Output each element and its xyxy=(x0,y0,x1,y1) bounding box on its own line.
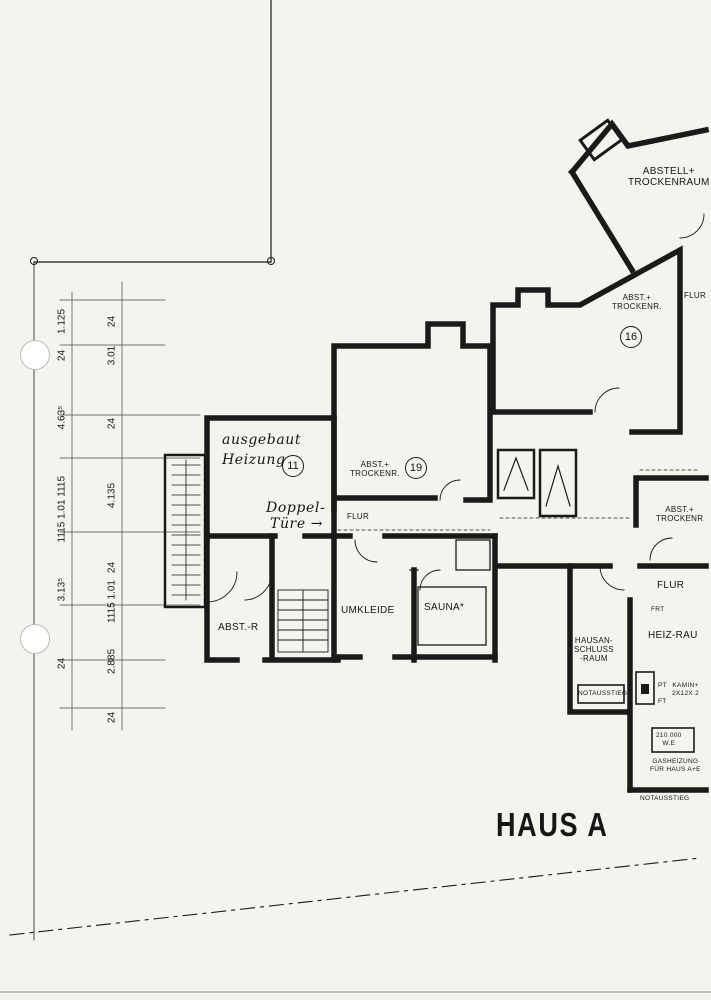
label-hausanschlussraum: HAUSAN- SCHLUSS -RAUM xyxy=(574,636,614,663)
dimension-13: 2.885 xyxy=(106,648,118,675)
stairwell-center xyxy=(496,448,536,500)
label-notausstieg-left: NOTAUSSTIEG xyxy=(578,690,628,697)
handwritten-heizung: Heizung xyxy=(222,452,286,468)
room-number-19: 19 xyxy=(405,457,427,479)
dimension-8: 1115 1.01 1115 xyxy=(56,475,68,543)
label-flur-right: FLUR xyxy=(657,580,685,591)
label-pt: PT xyxy=(658,682,667,689)
room-number-11: 11 xyxy=(282,455,304,477)
dimension-3: 3.01 xyxy=(106,345,118,366)
punch-hole-bottom xyxy=(20,624,50,654)
label-flur-top: FLUR xyxy=(684,291,707,300)
wall-room-19 xyxy=(331,321,493,513)
handwritten-ausgebaut: ausgebaut xyxy=(222,432,302,448)
dimension-11: 1115 1.01 xyxy=(106,580,118,624)
label-heizraum: HEIZ-RAU xyxy=(648,630,698,641)
label-notausstieg-bottom: NOTAUSSTIEG xyxy=(640,795,690,802)
plan-title: HAUS A xyxy=(496,806,609,843)
label-ft: FT xyxy=(658,698,667,705)
punch-hole-top xyxy=(20,340,50,370)
label-umkleide: UMKLEIDE xyxy=(341,605,395,616)
dimension-6: 24 xyxy=(106,417,118,430)
label-frt: FRT xyxy=(651,606,665,613)
label-abst-trockenr-19: ABST.+ TROCKENR. xyxy=(350,460,400,478)
sauna-cabin xyxy=(417,586,487,646)
dimension-10: 3.13⁵ xyxy=(56,577,68,602)
label-abst-trockenr-right: ABST.+ TROCKENR xyxy=(656,505,704,523)
wall-room-11 xyxy=(204,415,337,543)
handwritten-doppel: Doppel- xyxy=(266,500,326,516)
gas-boiler xyxy=(651,727,695,753)
wall-room-16 xyxy=(490,245,683,435)
dimension-14: 24 xyxy=(106,711,118,724)
ground-dashed-line xyxy=(9,857,701,936)
dimension-7: 4.135 xyxy=(106,482,118,509)
label-kamin: KAMIN+ 2x12x 2 xyxy=(672,682,700,697)
handwritten-tuere: Türe → xyxy=(270,516,324,532)
label-we: 210 000 W.E xyxy=(656,732,682,747)
label-abstell-trockenraum: ABSTELL+ TROCKENRAUM xyxy=(628,166,710,188)
label-flur-mid: FLUR xyxy=(347,512,370,521)
dimension-5: 4.63⁵ xyxy=(56,405,68,430)
label-abst-trockenr-16: ABST.+ TROCKENR. xyxy=(612,293,662,311)
wall-hausanschlussraum xyxy=(567,563,631,715)
label-gasheizung: GASHEIZUNG FÜR HAUS A+E xyxy=(650,758,701,773)
room-number-16: 16 xyxy=(620,326,642,348)
label-sauna: SAUNA* xyxy=(424,602,465,613)
label-abst-r: ABST.-R xyxy=(218,622,259,633)
dimension-4: 24 xyxy=(56,349,68,362)
stairwell-left xyxy=(163,453,207,609)
dimension-12: 24 xyxy=(56,657,68,670)
